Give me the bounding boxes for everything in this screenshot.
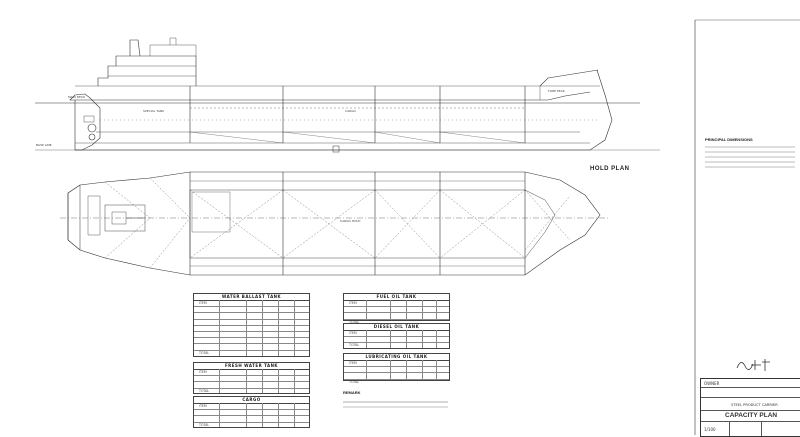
diesel-oil-title: DIESEL OIL TANK [344, 324, 449, 331]
table-header-item: ITEM [349, 331, 357, 335]
svg-text:MAIN DECK: MAIN DECK [68, 95, 86, 99]
fresh-water-tank-table: FRESH WATER TANK ITEM TOTAL [193, 362, 310, 394]
title-block: OWNER STEEL PRODUCT CARRIER CAPACITY PLA… [700, 378, 800, 437]
ship-profile-elevation [35, 37, 660, 153]
title-block-scale: 1/100 [704, 427, 716, 432]
fresh-water-total: TOTAL [199, 388, 210, 393]
water-ballast-tank-table: WATER BALLAST TANK ITEM TOTAL [193, 293, 310, 357]
diesel-oil-total: TOTAL [349, 343, 360, 348]
fuel-oil-tank-table: FUEL OIL TANK ITEM TOTAL [343, 293, 450, 324]
fresh-water-title: FRESH WATER TANK [194, 363, 309, 370]
approval-stamp [736, 359, 770, 371]
cargo-title: CARGO [194, 397, 309, 404]
water-ballast-total: TOTAL [199, 350, 210, 355]
hold-plan-label: HOLD PLAN [590, 166, 630, 172]
principal-dimensions-block: PRINCIPAL DIMENSIONS [699, 132, 800, 180]
remark-label: REMARK [343, 390, 361, 395]
title-block-drawing-title: CAPACITY PLAN [725, 412, 778, 419]
lubricating-oil-title: LUBRICATING OIL TANK [344, 354, 449, 361]
svg-text:FORE PEAK: FORE PEAK [548, 89, 566, 93]
cargo-table: CARGO ITEM TOTAL [193, 396, 310, 428]
table-header-item: ITEM [199, 404, 207, 408]
lubricating-oil-total: TOTAL [349, 379, 360, 384]
water-ballast-title: WATER BALLAST TANK [194, 294, 309, 301]
table-header-item: ITEM [199, 301, 207, 305]
svg-text:SPECIAL TANK: SPECIAL TANK [143, 109, 165, 113]
principal-dimensions-lines [705, 146, 795, 168]
midship-mark [332, 145, 340, 153]
table-header-item: ITEM [199, 370, 207, 374]
fuel-oil-total: TOTAL [349, 319, 360, 324]
svg-text:CARGO HOLD: CARGO HOLD [340, 219, 361, 223]
svg-text:BASE LINE: BASE LINE [36, 143, 52, 147]
table-header-item: ITEM [349, 361, 357, 365]
hold-plan-view [60, 171, 610, 276]
cargo-total: TOTAL [199, 422, 210, 427]
fuel-oil-title: FUEL OIL TANK [344, 294, 449, 301]
title-block-owner: OWNER [704, 381, 720, 386]
title-block-ship-type: STEEL PRODUCT CARRIER [731, 403, 778, 407]
lubricating-oil-tank-table: LUBRICATING OIL TANK ITEM TOTAL [343, 353, 450, 384]
table-header-item: ITEM [349, 301, 357, 305]
svg-text:CARGO: CARGO [345, 109, 357, 113]
diesel-oil-tank-table: DIESEL OIL TANK ITEM TOTAL [343, 323, 450, 349]
principal-dimensions-title: PRINCIPAL DIMENSIONS [705, 137, 753, 142]
